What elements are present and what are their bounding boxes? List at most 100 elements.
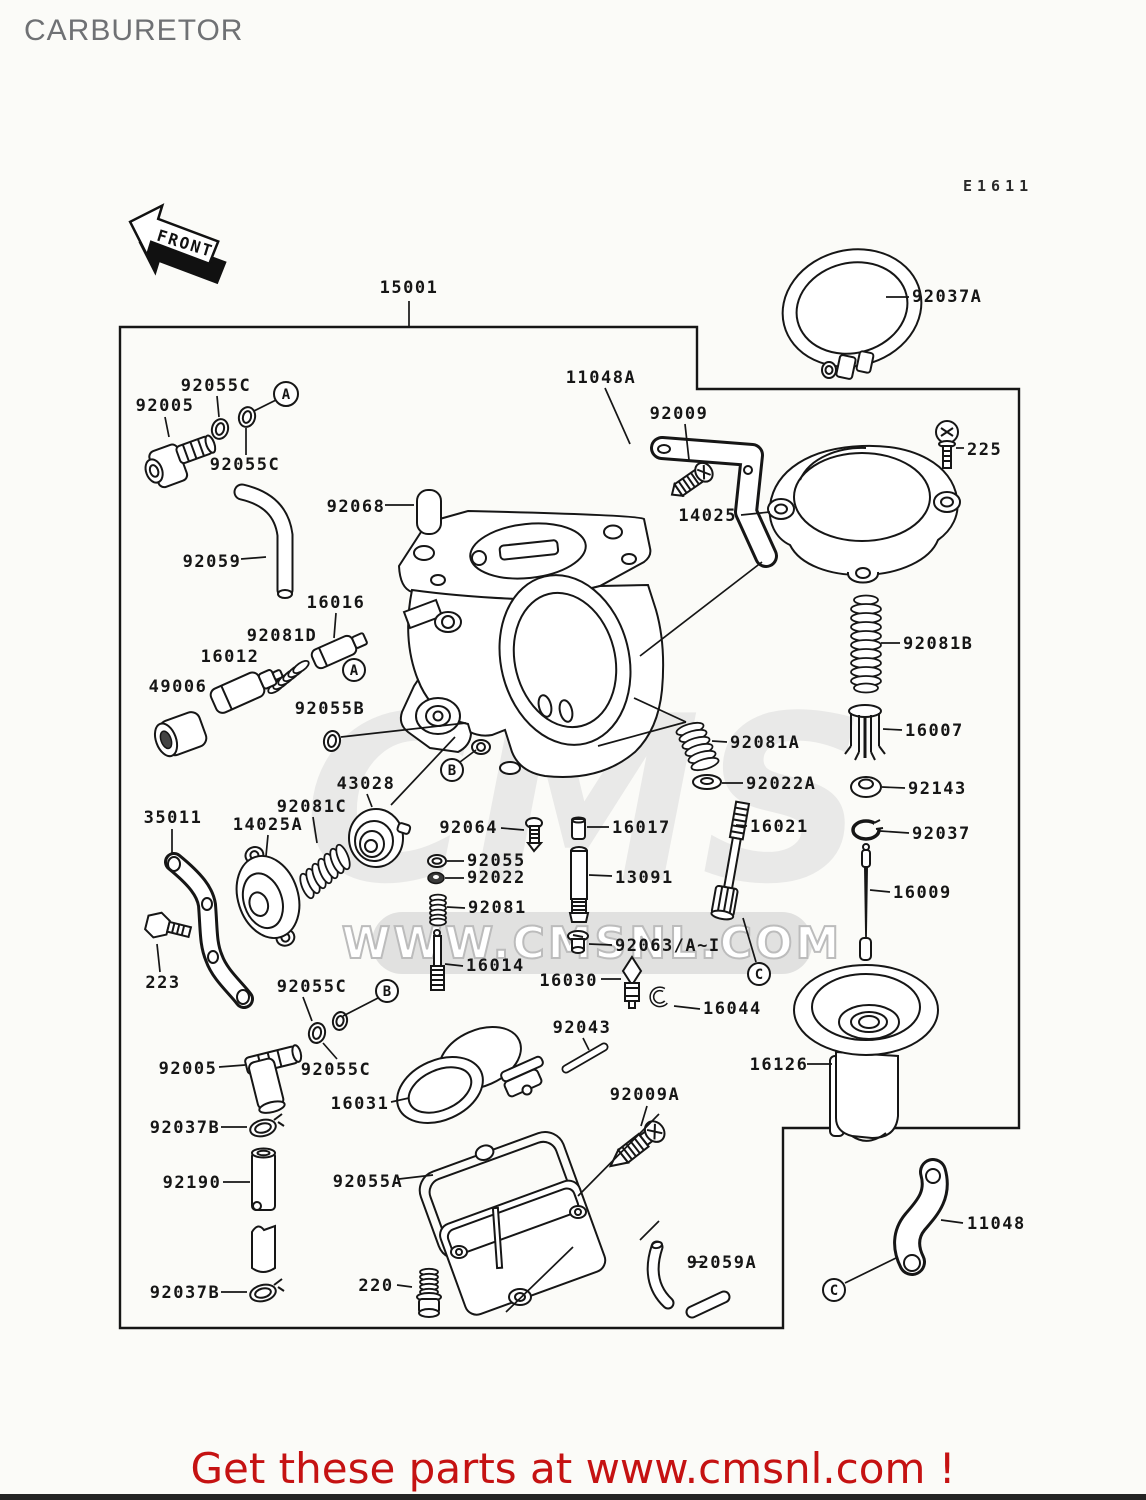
part-label-43028: 43028 [337, 774, 396, 794]
part-label-92022: 92022 [467, 868, 526, 888]
part-11048-bracket-drawing [893, 1158, 949, 1276]
part-35011-bracket-drawing [164, 852, 254, 1009]
part-label-16044: 16044 [703, 999, 762, 1019]
part-label-92064: 92064 [439, 818, 498, 838]
part-14025-cover-drawing [767, 444, 961, 584]
part-main-body-drawing [397, 509, 665, 778]
part-label-92037a: 92037A [912, 287, 982, 307]
part-92055b-oring-drawing [322, 730, 342, 752]
part-label-14025a: 14025A [233, 815, 303, 835]
part-92068-plug-drawing [416, 489, 442, 535]
part-label-49006: 49006 [149, 677, 208, 697]
callout-a-2-label: A [350, 663, 359, 679]
part-92063a-jet-drawing [567, 930, 589, 954]
part-92037-clip-drawing [851, 819, 884, 841]
callout-a-1: A [273, 381, 299, 407]
part-label-92059a: 92059A [687, 1253, 757, 1273]
part-92022-washer-drawing [427, 871, 445, 885]
callout-b-2: B [375, 979, 399, 1003]
part-43028-diaphragm-drawing [348, 808, 412, 868]
part-92037b-clip2-drawing [249, 1278, 285, 1303]
callout-c-2: C [822, 1278, 846, 1302]
diagram-border-frame [118, 325, 1021, 1330]
part-label-92055c-3: 92055C [277, 977, 347, 997]
part-92005-fitting-top-drawing [144, 434, 217, 489]
callout-c-2-label: C [830, 1283, 838, 1299]
part-92059-hose-drawing [233, 483, 294, 599]
part-label-92081a: 92081A [730, 733, 800, 753]
part-label-11048: 11048 [967, 1214, 1026, 1234]
part-92022a-washer-drawing [692, 774, 722, 790]
part-label-92037: 92037 [912, 824, 971, 844]
part-label-92055: 92055 [467, 851, 526, 871]
part-16009-needle-drawing [861, 843, 871, 950]
part-11048a-bracket-drawing [650, 436, 778, 568]
part-label-92055c-1: 92055C [181, 376, 251, 396]
part-label-92055b: 92055B [295, 699, 365, 719]
part-92037b-clip1-drawing [249, 1113, 285, 1138]
part-label-92037b-1: 92037B [150, 1118, 220, 1138]
footer-message: Get these parts at www.cmsnl.com ! [190, 1444, 955, 1493]
page-title: CARBURETOR [24, 14, 243, 47]
part-label-16012: 16012 [201, 647, 260, 667]
part-14025a-cover-drawing [235, 846, 301, 947]
part-16030-valve-drawing [621, 955, 643, 1009]
part-92081a-spring-drawing [675, 721, 720, 772]
part-92005-fitting-bottom-drawing [244, 1044, 303, 1114]
part-92081-spring-drawing [429, 893, 447, 927]
part-16126-piston-drawing [793, 937, 939, 1142]
part-label-92043: 92043 [553, 1018, 612, 1038]
part-label-92055c-4: 92055C [301, 1060, 371, 1080]
part-92143-bushing-drawing [850, 776, 882, 798]
part-225-screw-drawing [935, 420, 959, 469]
part-220-screw-drawing [416, 1267, 442, 1318]
part-label-92190: 92190 [163, 1173, 222, 1193]
part-223-screw-drawing [144, 911, 193, 939]
part-label-92009a: 92009A [610, 1085, 680, 1105]
part-label-11048a: 11048A [566, 368, 636, 388]
part-label-16021: 16021 [750, 817, 809, 837]
part-label-92081d: 92081D [247, 626, 317, 646]
leader-lines [156, 296, 964, 1313]
part-label-16014: 16014 [466, 956, 525, 976]
part-label-223: 223 [145, 973, 180, 993]
part-label-92068: 92068 [327, 497, 386, 517]
part-92009-screw-drawing [670, 461, 714, 498]
part-label-220: 220 [358, 1276, 393, 1296]
part-label-92081c: 92081C [277, 797, 347, 817]
part-92043-rod-drawing [561, 1042, 609, 1074]
callout-c-1-label: C [755, 967, 763, 983]
part-label-92055c-2: 92055C [210, 455, 280, 475]
part-label-13091: 13091 [615, 868, 674, 888]
watermark-band [372, 912, 812, 974]
part-16014-needle-drawing [430, 929, 445, 991]
part-16016-valve-drawing [310, 632, 368, 670]
part-16031-float-drawing [396, 1026, 544, 1124]
part-92055c-orings-top-drawing [210, 406, 257, 440]
part-label-92081b: 92081B [903, 634, 973, 654]
part-92081c-spring-drawing [299, 843, 351, 900]
part-49006-boot-drawing [153, 711, 208, 758]
callout-b-1: B [440, 758, 464, 782]
part-label-92143: 92143 [908, 779, 967, 799]
callout-a-1-label: A [282, 387, 291, 403]
part-92081b-spring-drawing [850, 594, 882, 694]
part-label-92022a: 92022A [746, 774, 816, 794]
diagram-code: E1611 [963, 177, 1033, 195]
part-labels: 15001 92037A 92055C 92005 92055C 92059 9… [136, 278, 1026, 1303]
part-label-92005-2: 92005 [159, 1059, 218, 1079]
part-label-92055a: 92055A [333, 1172, 403, 1192]
part-16021-screw-drawing [710, 800, 751, 921]
part-label-35011: 35011 [144, 808, 203, 828]
part-label-15001: 15001 [380, 278, 439, 298]
part-label-92009: 92009 [650, 404, 709, 424]
part-92064-screw-drawing [525, 817, 544, 853]
front-arrow-icon: FRONT [128, 203, 227, 285]
part-16017-jet-drawing [571, 816, 586, 840]
part-label-92037b-2: 92037B [150, 1283, 220, 1303]
callout-b-1-label: B [448, 763, 456, 779]
part-label-16126: 16126 [750, 1055, 809, 1075]
callout-c-1: C [747, 962, 771, 986]
part-92037a-clamp-drawing [781, 248, 923, 380]
